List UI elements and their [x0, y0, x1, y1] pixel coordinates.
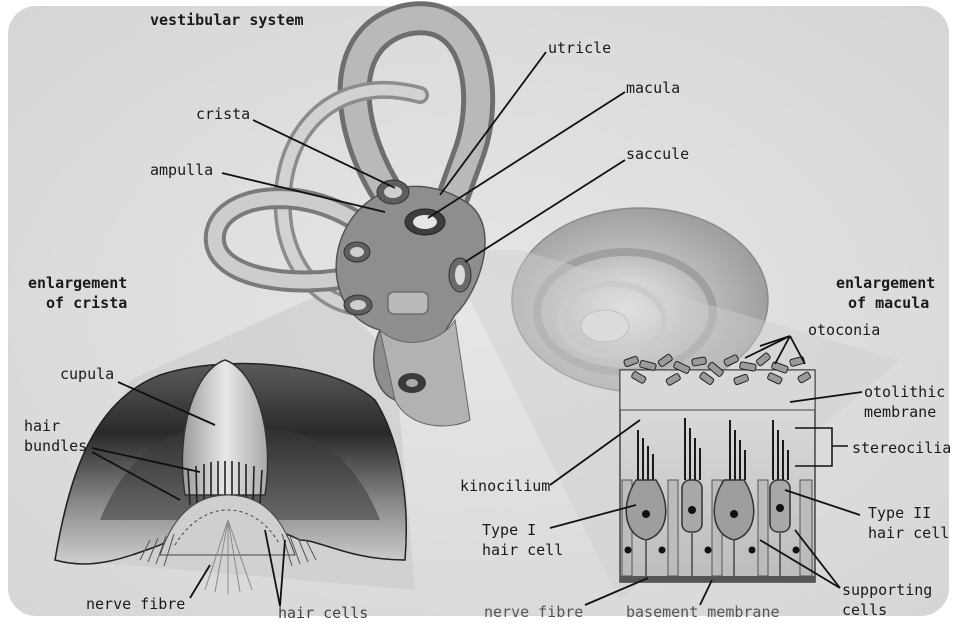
label-otolithic-line1: otolithic — [864, 384, 945, 401]
label-type2-line1: Type II — [868, 505, 931, 522]
label-hair-bundles-line1: hair — [24, 418, 60, 435]
label-kinocilium: kinocilium — [460, 478, 550, 495]
label-type2-line2: hair cell — [868, 525, 949, 542]
label-hair-bundles-line2: bundles — [24, 438, 87, 455]
heading-macula-line2: of macula — [848, 295, 929, 312]
macula-enlargement — [620, 352, 848, 582]
label-nerve-fibre-macula: nerve fibre — [484, 604, 583, 621]
heading-macula-line1: enlargement — [836, 275, 935, 292]
label-supporting-line2: cells — [842, 602, 887, 619]
label-nerve-fibre-crista: nerve fibre — [86, 596, 185, 613]
heading-crista-line1: enlargement — [28, 275, 127, 292]
label-type1-line1: Type I — [482, 522, 536, 539]
label-basement-membrane: basement membrane — [626, 604, 780, 621]
heading-crista-line2: of crista — [46, 295, 127, 312]
label-otolithic-line2: membrane — [864, 404, 936, 421]
label-type1-line2: hair cell — [482, 542, 563, 559]
label-stereocilia: stereocilia — [852, 440, 951, 457]
label-cupula: cupula — [60, 366, 114, 383]
label-ampulla: ampulla — [150, 162, 213, 179]
label-saccule: saccule — [626, 146, 689, 163]
label-hair-cells: hair cells — [278, 605, 368, 622]
label-supporting-line1: supporting — [842, 582, 932, 599]
label-utricle: utricle — [548, 40, 611, 57]
label-otoconia: otoconia — [808, 322, 880, 339]
label-macula: macula — [626, 80, 680, 97]
label-crista: crista — [196, 106, 250, 123]
diagram-title: vestibular system — [150, 12, 304, 29]
